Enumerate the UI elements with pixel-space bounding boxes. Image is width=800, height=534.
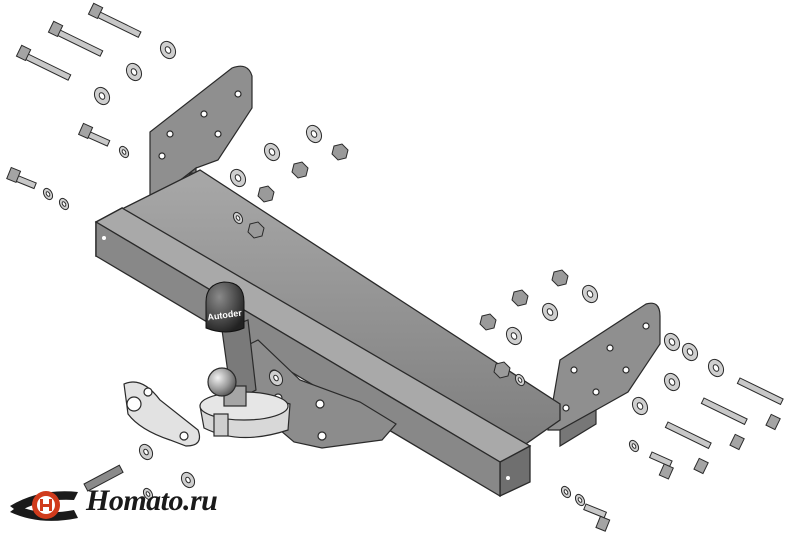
nut: [511, 289, 529, 307]
washer: [180, 471, 196, 489]
washer: [118, 145, 130, 159]
washer: [631, 396, 649, 416]
cross-beam: [94, 169, 561, 498]
washer: [574, 493, 586, 507]
bracket-hole: [234, 90, 242, 98]
washer: [263, 142, 281, 162]
socket-plate-hole: [179, 431, 189, 441]
tow-ball-sphere: [207, 367, 237, 397]
washer: [125, 62, 143, 82]
socket-plate-hole: [126, 396, 142, 412]
washer: [663, 332, 681, 352]
bracket-hole: [562, 404, 570, 412]
watermark-text: Homato.ru: [86, 484, 218, 517]
washer: [707, 358, 725, 378]
washer: [305, 124, 323, 144]
bolt: [77, 122, 111, 147]
nut-set: [247, 143, 569, 379]
bracket-hole: [166, 130, 174, 138]
tow-ball: [199, 367, 291, 439]
washer: [560, 485, 572, 499]
bracket-hole: [570, 366, 578, 374]
washer: [268, 369, 284, 387]
bolt: [15, 44, 72, 81]
nut: [551, 269, 569, 287]
bolt: [700, 397, 748, 451]
ball-cap-label: Autoder: [207, 308, 243, 323]
ball-cover-cap: Autoder: [205, 281, 245, 333]
washer: [232, 211, 244, 225]
bracket-hole: [158, 152, 166, 160]
washer: [505, 326, 523, 346]
bracket-hole: [214, 130, 222, 138]
washer: [581, 284, 599, 304]
bolt: [47, 20, 104, 57]
bolt: [6, 166, 37, 190]
plate-hole: [315, 399, 325, 409]
bracket-hole: [606, 344, 614, 352]
bracket-hole: [622, 366, 630, 374]
bolt: [664, 421, 712, 475]
bolt: [583, 503, 611, 532]
washer: [42, 187, 54, 201]
washer: [138, 443, 154, 461]
bolt: [87, 2, 142, 38]
washer: [663, 372, 681, 392]
watermark-logo-emblem: [10, 491, 78, 521]
washer: [159, 40, 177, 60]
nut: [257, 185, 275, 203]
socket-plate: [123, 381, 201, 447]
washer-set: [42, 40, 725, 507]
washer: [541, 302, 559, 322]
plate-hole: [317, 431, 327, 441]
bracket-hole: [642, 322, 650, 330]
washer: [142, 487, 154, 501]
nut: [247, 221, 265, 239]
bolt: [648, 451, 674, 480]
nut: [331, 143, 349, 161]
washer: [93, 86, 111, 106]
socket-plate-hole: [143, 387, 153, 397]
bracket-hole: [200, 110, 208, 118]
bolt: [736, 377, 784, 431]
washer: [58, 197, 70, 211]
bracket-hole: [592, 388, 600, 396]
bolt-set: [6, 2, 784, 532]
bolt: [83, 464, 124, 492]
nut: [493, 361, 511, 379]
right-mounting-bracket: [547, 302, 661, 448]
nut: [479, 313, 497, 331]
washer: [514, 373, 526, 387]
nut: [291, 161, 309, 179]
washer: [681, 342, 699, 362]
washer: [628, 439, 640, 453]
washer: [229, 168, 247, 188]
